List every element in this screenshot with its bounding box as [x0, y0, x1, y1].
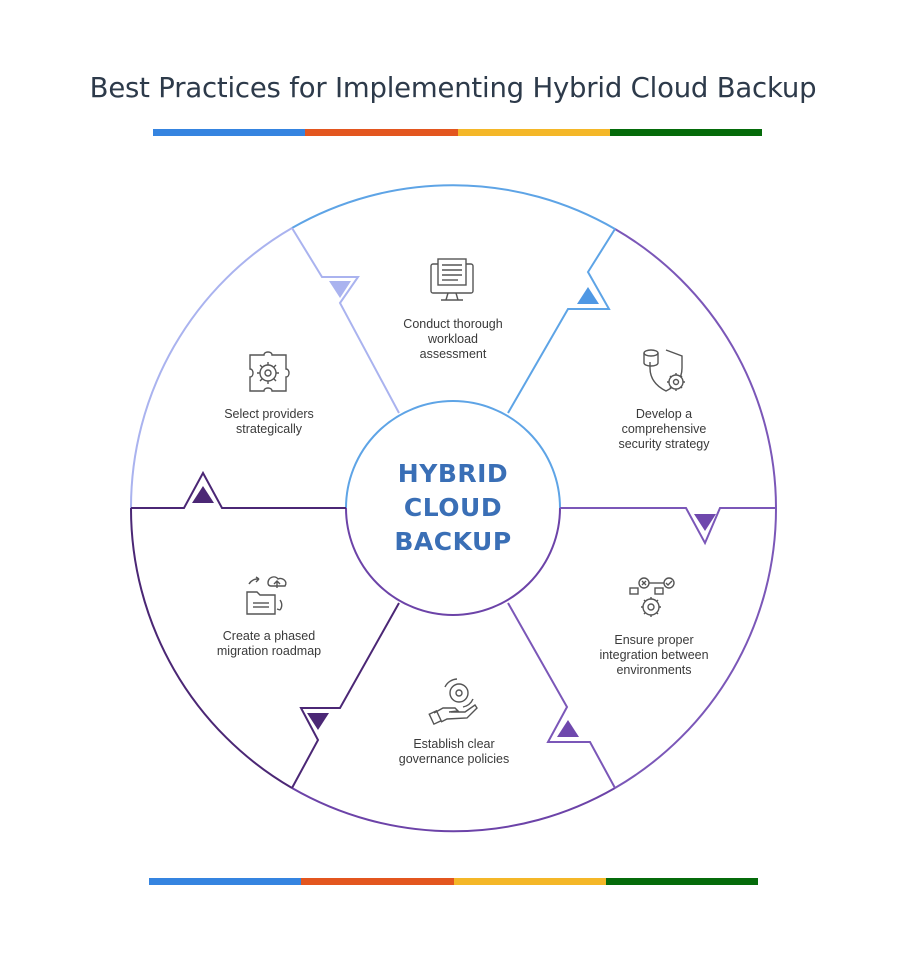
stripe-segment-green — [609, 129, 762, 136]
center-title-line-1: HYBRID — [397, 459, 509, 488]
label-line: Establish clear — [413, 737, 495, 751]
label-line: strategically — [236, 422, 302, 436]
step-label-workload-assessment: Conduct thorough workload assessment — [383, 317, 523, 362]
label-line: Select providers — [224, 407, 314, 421]
stripe-segment-yellow — [457, 129, 610, 136]
step-label-migration-roadmap: Create a phased migration roadmap — [199, 629, 339, 659]
hand-gear-icon — [428, 678, 478, 726]
arrow-triangle-top-left — [329, 281, 351, 298]
spoke-bottom-left — [291, 602, 400, 789]
label-line: Develop a — [635, 407, 693, 421]
arrow-triangle-bottom-right — [557, 720, 579, 737]
puzzle-gear-icon — [249, 351, 290, 392]
inner-arc-lower — [345, 507, 561, 616]
step-label-governance-policies: Establish clear governance policies — [384, 737, 524, 767]
label-line: Create a phased — [222, 629, 316, 643]
stripe-segment-orange — [301, 878, 454, 885]
monitor-document-icon — [430, 258, 474, 301]
spoke-top-right — [507, 228, 616, 414]
integration-gears-icon — [629, 577, 675, 617]
step-label-security-strategy: Develop a comprehensive security strateg… — [594, 407, 734, 452]
arrow-triangle-top-right — [577, 287, 599, 304]
page-title: Best Practices for Implementing Hybrid C… — [89, 72, 817, 104]
arrow-triangle-bottom-left — [307, 713, 329, 730]
spoke-bottom-right — [507, 602, 616, 789]
label-line: assessment — [419, 347, 487, 361]
shield-gear-icon — [643, 349, 685, 392]
stripe-segment-green — [605, 878, 758, 885]
outer-arc-top — [291, 184, 616, 230]
step-label-integration: Ensure proper integration between enviro… — [584, 633, 724, 678]
stripe-segment-orange — [305, 129, 458, 136]
stripe-segment-blue — [149, 878, 302, 885]
label-line: workload — [427, 332, 479, 346]
arrow-triangle-left — [192, 486, 214, 503]
stripe-segment-blue — [153, 129, 306, 136]
label-line: governance policies — [398, 752, 510, 766]
label-line: security strategy — [618, 437, 710, 451]
step-label-select-providers: Select providers strategically — [199, 407, 339, 437]
bottom-color-stripe — [149, 878, 758, 885]
stripe-segment-yellow — [453, 878, 606, 885]
outer-arc-top-left — [129, 227, 293, 509]
label-line: migration roadmap — [216, 644, 322, 658]
label-line: Conduct thorough — [403, 317, 503, 331]
label-line: Ensure proper — [614, 633, 694, 647]
folder-cloud-sync-icon — [246, 576, 287, 615]
arrow-triangle-right — [694, 514, 716, 531]
inner-arc-upper — [345, 400, 561, 509]
top-color-stripe — [153, 129, 762, 136]
label-line: comprehensive — [621, 422, 707, 436]
spoke-right — [560, 507, 776, 546]
label-line: environments — [616, 663, 692, 677]
center-title-line-2: CLOUD — [403, 493, 503, 522]
spoke-top-left — [291, 227, 400, 414]
label-line: integration between — [599, 648, 709, 662]
center-title-line-3: BACKUP — [394, 527, 512, 556]
spoke-left — [131, 470, 346, 509]
outer-arc-bottom-left — [129, 507, 293, 789]
outer-arc-bottom — [291, 787, 616, 833]
outer-arc-top-right — [614, 228, 777, 509]
outer-arc-bottom-right — [614, 507, 778, 789]
